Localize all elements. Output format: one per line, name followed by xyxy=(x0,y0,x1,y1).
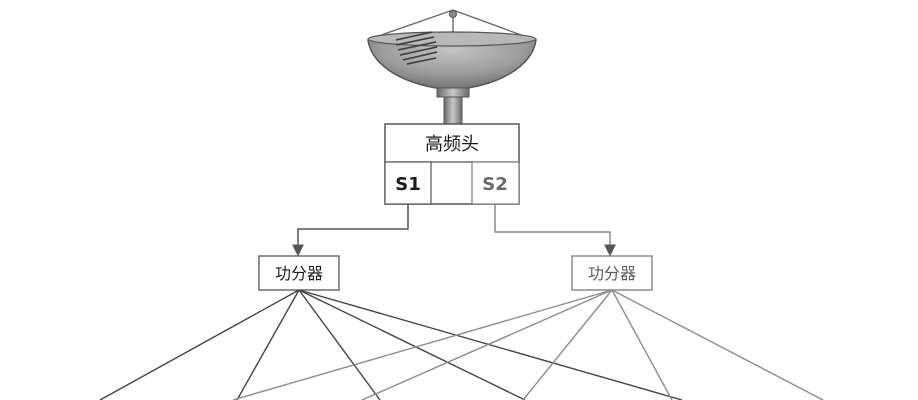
distribution-lines-left xyxy=(99,289,683,400)
splitter-left-label: 功分器 xyxy=(275,264,323,283)
satellite-dish-icon xyxy=(367,9,537,126)
splitter-left: 功分器 xyxy=(258,255,340,291)
distribution-lines-right xyxy=(232,289,824,400)
port-s1: S1 xyxy=(384,161,432,205)
splitter-right: 功分器 xyxy=(571,255,653,291)
port-s2-label: S2 xyxy=(482,174,508,195)
splitter-right-label: 功分器 xyxy=(588,264,636,283)
lnb-box: 高频头 S1 S2 xyxy=(384,123,520,205)
lnb-title: 高频头 xyxy=(425,134,479,155)
port-s1-label: S1 xyxy=(395,174,421,195)
port-s2: S2 xyxy=(471,161,520,205)
connector-s1 xyxy=(292,204,409,257)
connector-s2 xyxy=(494,204,616,257)
